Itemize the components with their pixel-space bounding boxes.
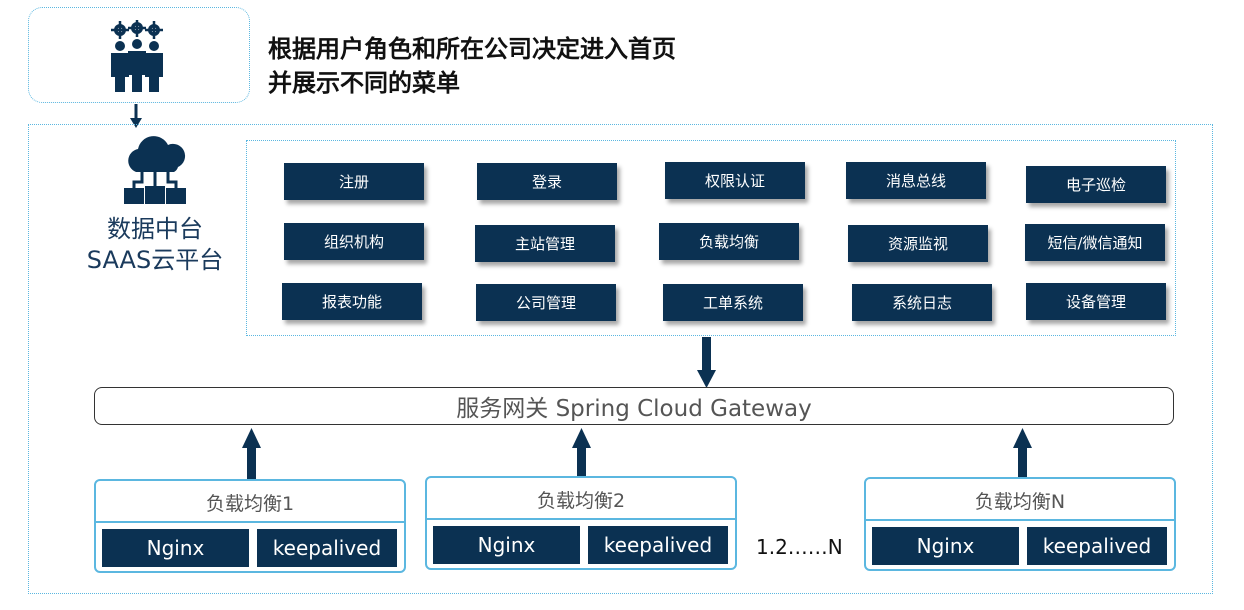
module-resource-monitor[interactable]: 资源监视	[848, 225, 988, 262]
load-balancer-1: 负载均衡1 Nginx keepalived	[94, 479, 406, 573]
lb-divider	[96, 521, 404, 523]
module-work-orders[interactable]: 工单系统	[663, 284, 803, 321]
module-register[interactable]: 注册	[284, 163, 424, 200]
lb-divider	[866, 519, 1174, 521]
module-login[interactable]: 登录	[477, 163, 617, 200]
lb-keepalived: keepalived	[1027, 527, 1167, 565]
arrow-lb2-to-gateway	[577, 445, 586, 477]
lb-count-label: 1.2……N	[756, 535, 843, 559]
cloud-network-icon	[124, 136, 186, 204]
platform-frame	[28, 124, 1213, 594]
platform-title-line2: SAAS云平台	[86, 246, 224, 274]
lb-nginx: Nginx	[872, 527, 1019, 565]
headline-line1: 根据用户角色和所在公司决定进入首页	[268, 35, 676, 63]
load-balancer-2: 负载均衡2 Nginx keepalived	[425, 476, 737, 570]
module-company-management[interactable]: 公司管理	[476, 284, 616, 321]
platform-title: 数据中台 SAAS云平台	[70, 214, 240, 276]
headline-line2: 并展示不同的菜单	[268, 69, 460, 97]
module-sms-wechat[interactable]: 短信/微信通知	[1025, 224, 1165, 261]
lb-title: 负载均衡2	[536, 490, 626, 512]
module-message-bus[interactable]: 消息总线	[846, 162, 986, 199]
module-system-log[interactable]: 系统日志	[852, 284, 992, 321]
module-load-balancing[interactable]: 负载均衡	[659, 223, 799, 260]
module-device-management[interactable]: 设备管理	[1026, 283, 1166, 320]
module-reports[interactable]: 报表功能	[282, 283, 422, 320]
module-inspection[interactable]: 电子巡检	[1026, 166, 1166, 203]
gateway-bar: 服务网关 Spring Cloud Gateway	[94, 387, 1174, 425]
lb-nginx: Nginx	[102, 529, 249, 567]
module-organization[interactable]: 组织机构	[284, 223, 424, 260]
lb-title: 负载均衡N	[974, 491, 1066, 513]
users-gears-icon	[111, 20, 163, 92]
modules-panel	[246, 140, 1176, 336]
lb-nginx: Nginx	[433, 526, 580, 564]
lb-keepalived: keepalived	[257, 529, 397, 567]
platform-title-line1: 数据中台	[107, 215, 203, 243]
lb-keepalived: keepalived	[588, 526, 728, 564]
headline: 根据用户角色和所在公司决定进入首页 并展示不同的菜单	[268, 32, 676, 100]
lb-divider	[427, 518, 735, 520]
lb-title: 负载均衡1	[205, 493, 295, 515]
user-box	[28, 7, 250, 103]
arrow-lbn-to-gateway	[1018, 445, 1027, 479]
arrow-lb1-to-gateway	[247, 445, 256, 479]
module-auth[interactable]: 权限认证	[665, 162, 805, 199]
load-balancer-n: 负载均衡N Nginx keepalived	[864, 477, 1176, 571]
module-site-management[interactable]: 主站管理	[475, 225, 615, 262]
arrow-modules-to-gateway	[702, 337, 711, 373]
